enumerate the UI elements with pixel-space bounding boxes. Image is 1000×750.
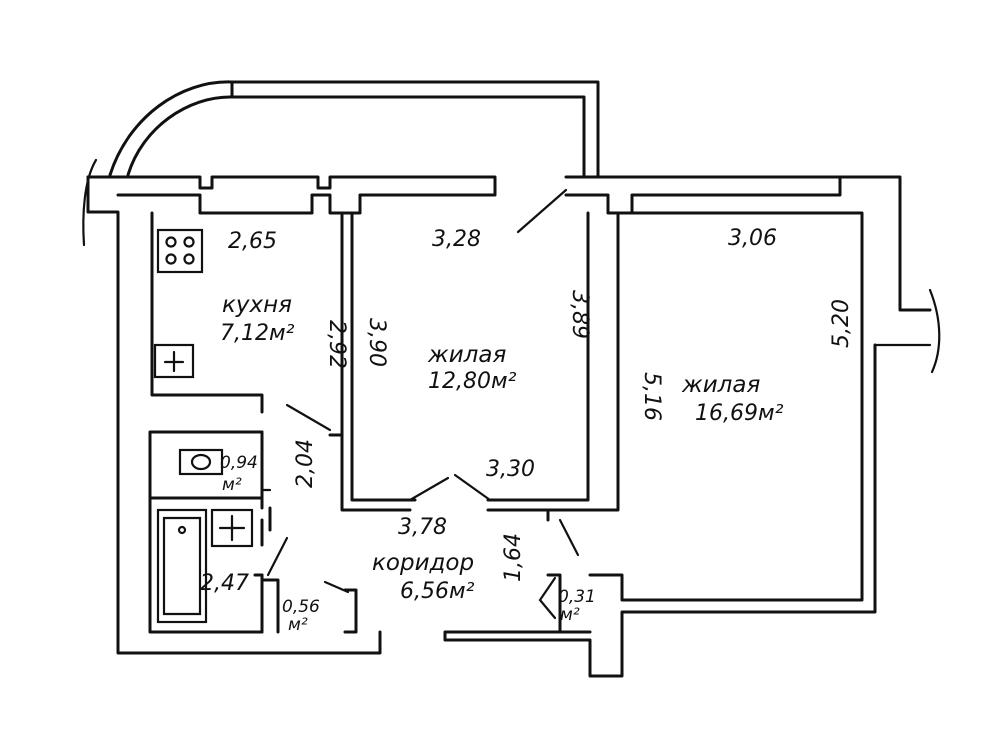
dim-living1-bottom: 3,30 [486,457,535,482]
doors [260,188,580,620]
toilet-area-unit: м² [222,475,242,495]
dimension-labels: 2,65 2,92 3,28 3,90 3,89 3,30 3,06 5,16 … [200,226,854,596]
balcony-door [516,188,568,234]
balcony [82,80,941,374]
closet2-area-unit: м² [560,605,580,625]
dim-living1-right: 3,89 [567,290,592,339]
dim-corridor-width: 3,78 [398,515,447,540]
living2-door [558,518,580,557]
dim-living1-left: 3,90 [364,318,389,367]
living2-area: 16,69м² [695,401,784,426]
corridor-name: коридор [372,550,474,576]
dim-living1-width: 3,28 [432,227,481,252]
dim-living2-right: 5,20 [829,299,854,348]
closet1-area-unit: м² [288,615,308,635]
stove-icon [156,228,204,274]
living1-door-right [453,473,492,502]
dim-bath-vertical: 2,04 [293,439,318,488]
living2-name: жилая [681,372,760,398]
closet1-area-number: 0,56 [282,597,320,617]
closet2-area-number: 0,31 [558,587,596,607]
dim-living2-left: 5,16 [639,372,664,421]
dim-kitchen-width: 2,65 [228,229,277,254]
closet1-door [323,580,350,594]
living1-name: жилая [427,342,506,368]
dim-kitchen-depth: 2,92 [324,320,349,369]
closet2-door [538,576,557,620]
corridor-area: 6,56м² [400,579,475,604]
toilet-area-number: 0,94 [220,453,258,473]
bath-door [266,536,289,577]
outer-walls [86,175,932,678]
dim-bath-length: 2,47 [200,571,249,596]
kitchen-name: кухня [222,292,292,318]
interior-walls [148,211,864,634]
fixtures [153,228,254,624]
kitchen-door [285,403,332,432]
living1-door-left [408,476,450,502]
kitchen-area: 7,12м² [220,321,295,346]
living1-area: 12,80м² [428,369,517,394]
dim-corridor-side: 1,64 [501,533,526,582]
dim-living2-width: 3,06 [728,226,777,251]
room-labels: кухня 7,12м² жилая 12,80м² жилая 16,69м²… [220,292,784,635]
